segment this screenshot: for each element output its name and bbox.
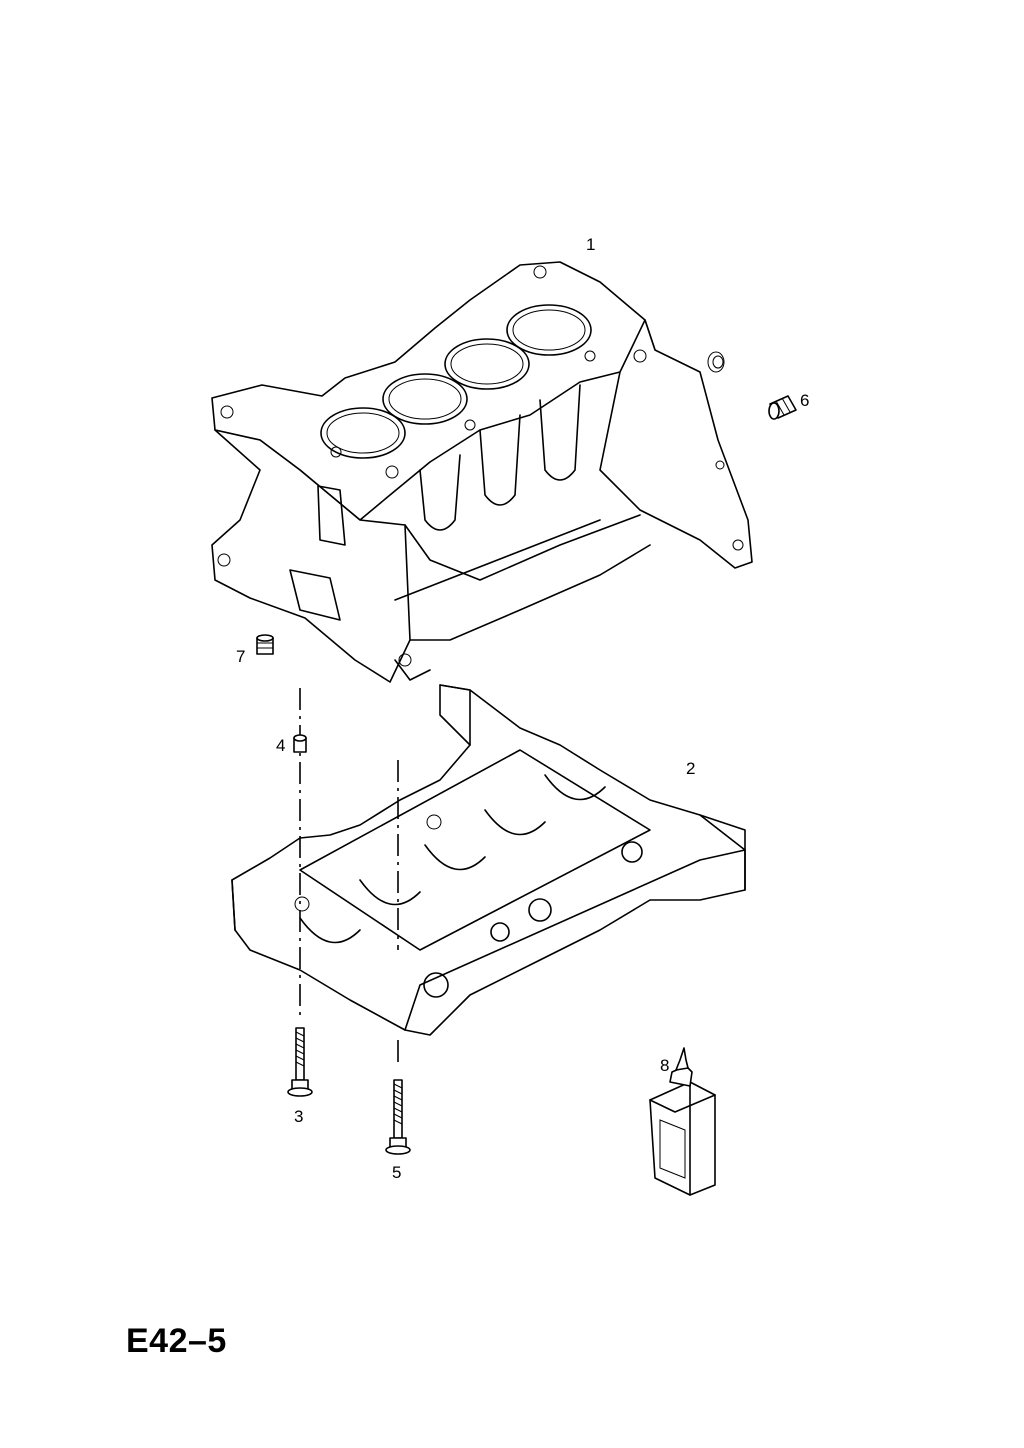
- callout-7: 7: [236, 647, 246, 666]
- bearing-ladder: [231, 684, 746, 1036]
- callout-6: 6: [800, 391, 810, 410]
- diagram-id: E42–5: [126, 1322, 227, 1360]
- bolt-3: [287, 1027, 313, 1097]
- plug-7: [256, 634, 274, 655]
- plug-6: [707, 351, 797, 420]
- dowel-4: [293, 734, 307, 753]
- bolt-5: [385, 1079, 411, 1155]
- callout-8: 8: [660, 1056, 670, 1075]
- callout-2: 2: [686, 759, 696, 778]
- callout-4: 4: [276, 736, 286, 755]
- sealant-bottle: [649, 1047, 716, 1196]
- cylinder-block: [211, 261, 753, 683]
- callout-3: 3: [294, 1107, 304, 1126]
- callout-1: 1: [586, 235, 596, 254]
- callout-5: 5: [392, 1163, 402, 1182]
